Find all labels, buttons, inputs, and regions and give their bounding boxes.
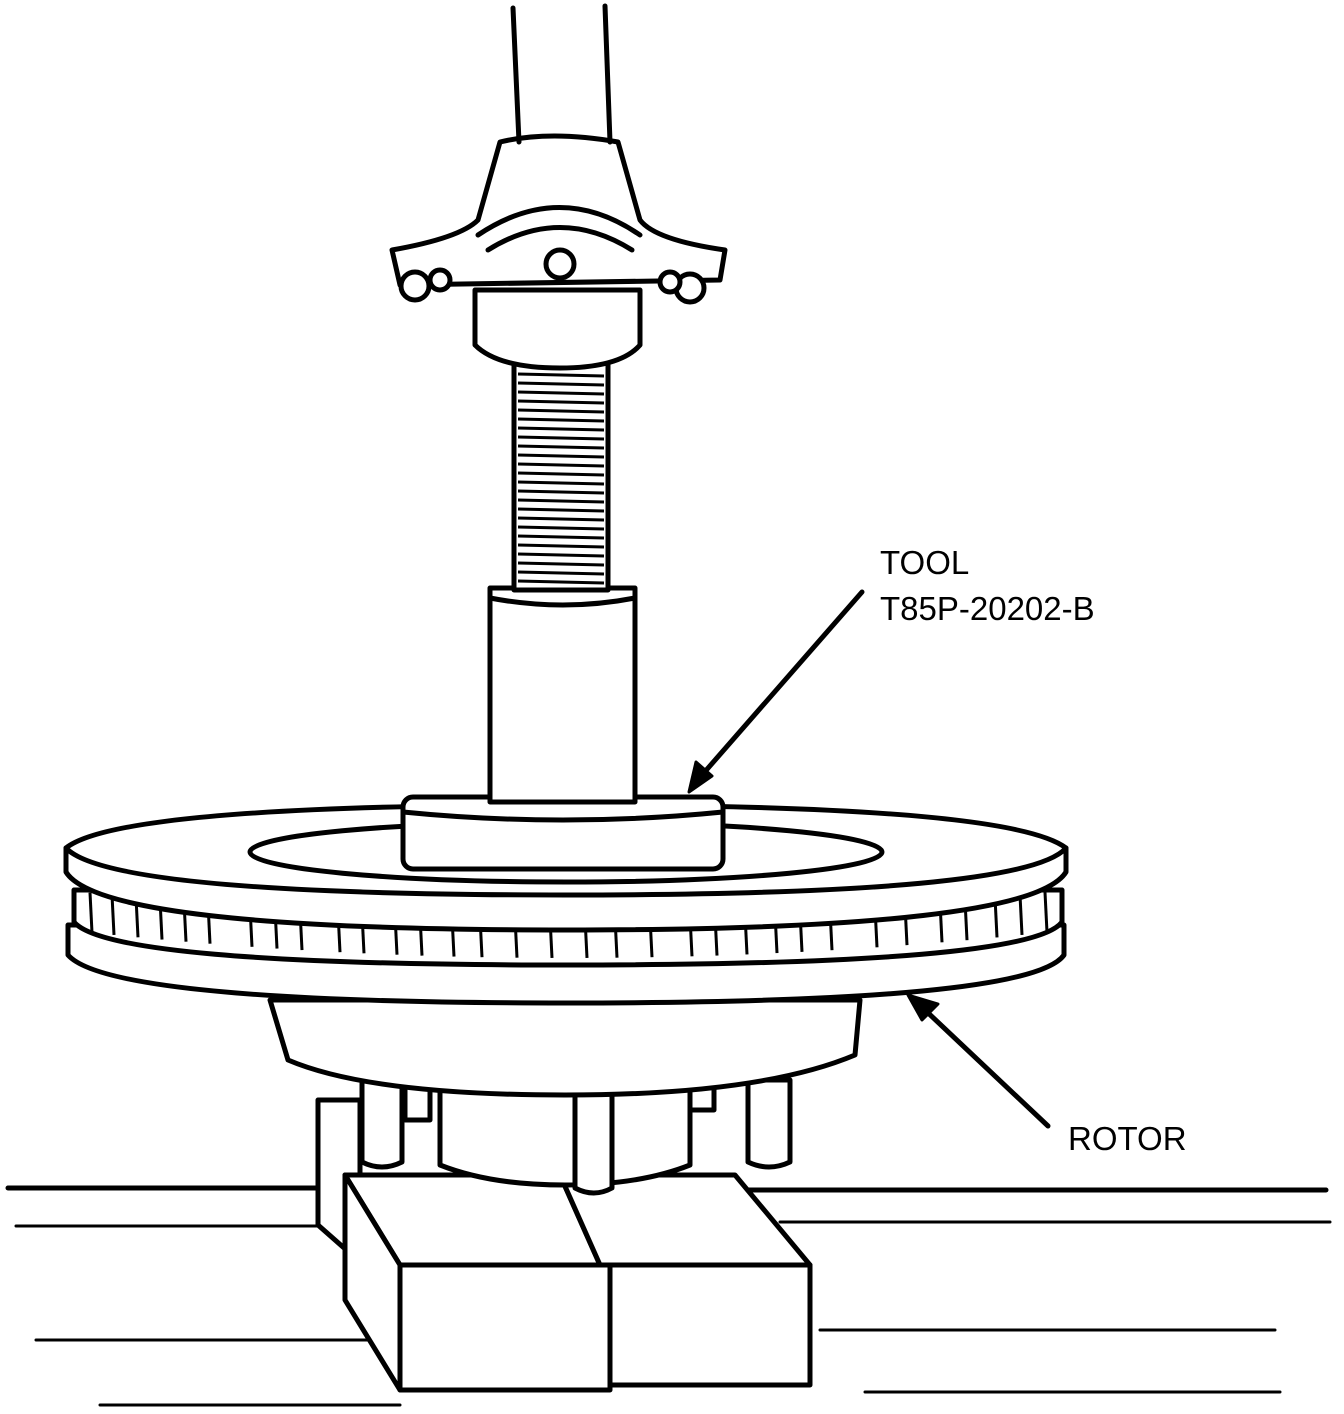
- rotor-vane: [1018, 894, 1024, 935]
- thread-line: [517, 399, 605, 405]
- thread-line: [517, 552, 605, 558]
- thread-line: [517, 507, 605, 513]
- rotor-vane: [1043, 892, 1049, 933]
- thread-line: [517, 444, 605, 450]
- thread-line: [517, 561, 605, 567]
- thread-line: [517, 570, 605, 576]
- thread-line: [517, 579, 605, 585]
- thread-line: [517, 525, 605, 531]
- rotor-callout: ROTOR: [906, 993, 1187, 1157]
- hub-assembly: [267, 997, 863, 1196]
- thread-line: [517, 381, 605, 387]
- tool-part-number: T85P-20202-B: [880, 590, 1095, 627]
- puller-tool: [389, 3, 728, 872]
- thread-line: [517, 534, 605, 540]
- rotor-vane: [88, 892, 94, 933]
- thread-line: [517, 372, 605, 378]
- thread-line: [517, 498, 605, 504]
- thread-line: [517, 480, 605, 486]
- tool-callout-line1: TOOL: [880, 544, 969, 581]
- thread-line: [517, 408, 605, 414]
- press-bed: [5, 1185, 1332, 1407]
- thread-line: [517, 462, 605, 468]
- tool-callout: TOOL T85P-20202-B: [687, 544, 1095, 794]
- thread-line: [517, 390, 605, 396]
- threaded-screw: [517, 372, 605, 585]
- thread-line: [517, 435, 605, 441]
- thread-line: [517, 516, 605, 522]
- thread-line: [517, 426, 605, 432]
- thread-line: [517, 453, 605, 459]
- thread-line: [517, 489, 605, 495]
- thread-line: [517, 543, 605, 549]
- rotor-label: ROTOR: [1068, 1120, 1187, 1157]
- thread-line: [517, 471, 605, 477]
- thread-line: [517, 417, 605, 423]
- rotor-vane: [110, 894, 116, 935]
